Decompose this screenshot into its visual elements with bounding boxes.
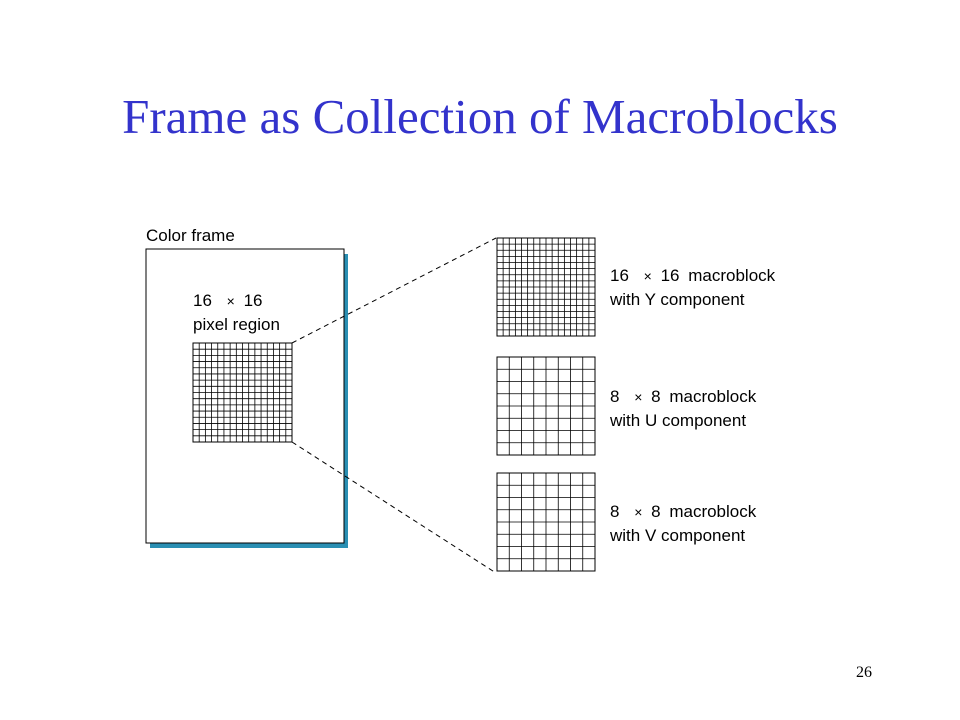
times-symbol: ×	[644, 268, 652, 284]
macroblock-v-size: 8	[610, 502, 619, 521]
macroblock-u-word: macroblock	[669, 387, 756, 406]
pixel-region-size: 16	[193, 291, 212, 310]
pixel-region-grid	[192, 342, 293, 443]
macroblock-u-size: 8	[610, 387, 619, 406]
macroblock-v-grid	[496, 472, 596, 572]
macroblock-u-size-label: 8 × 8 macroblock	[610, 387, 757, 406]
pixel-region-label: pixel region	[193, 315, 280, 334]
macroblock-y-size-label: 16 × 16 macroblock	[610, 266, 776, 285]
slide-title: Frame as Collection of Macroblocks	[122, 89, 838, 144]
times-symbol: ×	[634, 389, 642, 405]
macroblock-v-size2: 8	[651, 502, 660, 521]
macroblock-y-word: macroblock	[688, 266, 775, 285]
macroblock-u-size2: 8	[651, 387, 660, 406]
macroblock-u-component: with U component	[609, 411, 746, 430]
times-symbol: ×	[227, 293, 235, 309]
macroblock-v-word: macroblock	[669, 502, 756, 521]
page-number: 26	[856, 664, 872, 681]
macroblock-u-grid	[496, 356, 596, 456]
projection-line-bottom	[291, 441, 497, 574]
pixel-region-size2: 16	[244, 291, 263, 310]
macroblock-v-size-label: 8 × 8 macroblock	[610, 502, 757, 521]
macroblock-y-size: 16	[610, 266, 629, 285]
pixel-region-size-label: 16 × 16	[193, 291, 263, 310]
macroblock-y-size2: 16	[661, 266, 680, 285]
color-frame-label: Color frame	[146, 226, 235, 245]
times-symbol: ×	[634, 504, 642, 520]
projection-line-top	[291, 237, 497, 344]
macroblock-y-component: with Y component	[609, 290, 745, 309]
macroblock-y-grid	[496, 237, 596, 337]
macroblock-v-component: with V component	[609, 526, 745, 545]
